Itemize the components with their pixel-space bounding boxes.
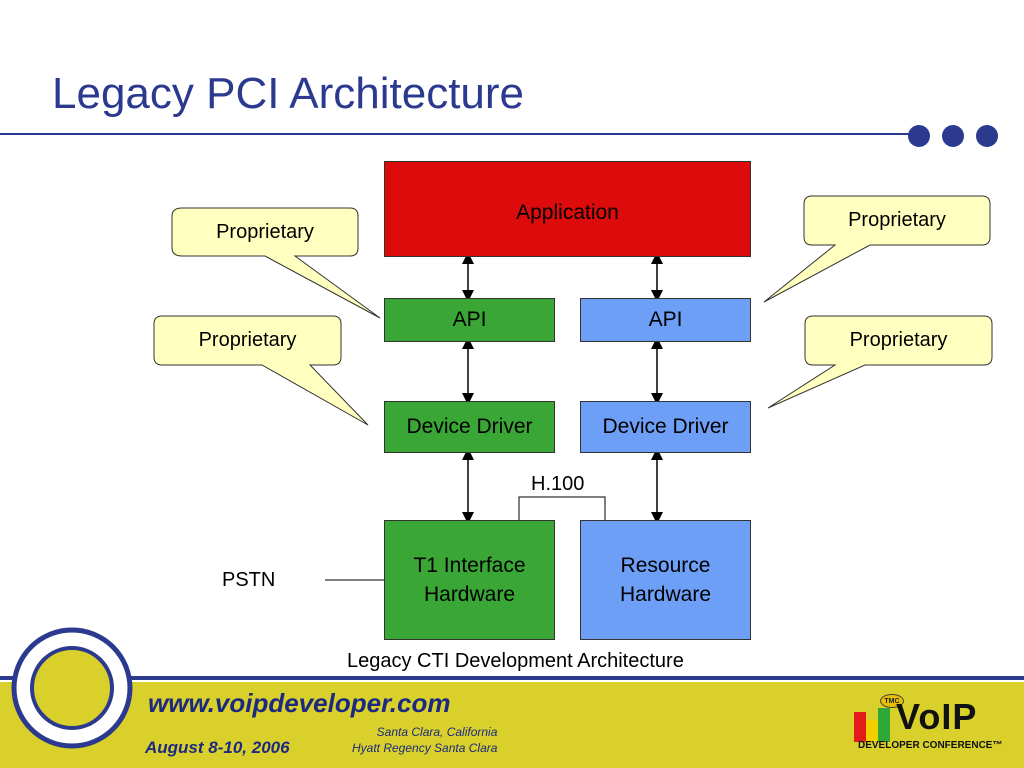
- device-driver-box-left: Device Driver: [384, 401, 555, 453]
- footer-venue-line2: Hyatt Regency Santa Clara: [352, 741, 498, 756]
- callout-proprietary-mid-right: Proprietary: [849, 329, 948, 351]
- footer-strip: [0, 676, 1024, 680]
- footer-venue-line1: Santa Clara, California: [376, 725, 498, 739]
- title-dot: [942, 125, 964, 147]
- slide-title: Legacy PCI Architecture: [52, 69, 525, 118]
- application-box: Application: [384, 161, 751, 257]
- application-label: Application: [516, 201, 619, 224]
- footer-venue: Santa Clara, California Hyatt Regency Sa…: [352, 724, 497, 756]
- h100-label: H.100: [531, 473, 585, 495]
- callout-balloon-mid-right: [767, 315, 993, 409]
- title-rule: [0, 133, 910, 135]
- api-label-left: API: [452, 308, 487, 332]
- callout-balloon-top-left: [171, 207, 381, 319]
- callout-balloon-mid-left: [153, 315, 369, 426]
- diagram-caption: Legacy CTI Development Architecture: [347, 650, 684, 672]
- callout-balloon-top-right: [763, 195, 991, 303]
- logo-bars-icon: [854, 708, 890, 742]
- title-dot: [976, 125, 998, 147]
- title-dot: [908, 125, 930, 147]
- logo-word: VoIP: [896, 696, 978, 737]
- footer-band: [0, 682, 1024, 768]
- device-driver-label-right: Device Driver: [602, 415, 729, 439]
- logo-tmc-badge: TMC: [880, 694, 904, 708]
- h100-bus-line: [518, 496, 606, 521]
- logo-subtitle: DEVELOPER CONFERENCE™: [858, 740, 1003, 751]
- t1-label-line1: T1 Interface: [413, 553, 526, 577]
- resource-label-line1: Resource: [620, 553, 711, 577]
- footer-date: August 8-10, 2006: [145, 738, 290, 757]
- pstn-label: PSTN: [222, 569, 276, 591]
- api-box-left: API: [384, 298, 555, 342]
- resource-hardware-box: Resource Hardware: [580, 520, 751, 640]
- voip-conference-logo: TMC VoIP DEVELOPER CONFERENCE™: [852, 694, 1012, 758]
- api-box-right: API: [580, 298, 751, 342]
- api-label-right: API: [648, 308, 683, 332]
- callout-proprietary-mid-left: Proprietary: [198, 329, 297, 351]
- device-driver-label-left: Device Driver: [406, 415, 533, 439]
- device-driver-box-right: Device Driver: [580, 401, 751, 453]
- t1-label-line2: Hardware: [423, 583, 516, 606]
- callout-proprietary-top-right: Proprietary: [848, 209, 946, 231]
- resource-label-line2: Hardware: [619, 583, 712, 606]
- footer-url[interactable]: www.voipdeveloper.com: [148, 688, 451, 718]
- callout-proprietary-top-left: Proprietary: [216, 220, 314, 243]
- t1-interface-box: T1 Interface Hardware: [384, 520, 555, 640]
